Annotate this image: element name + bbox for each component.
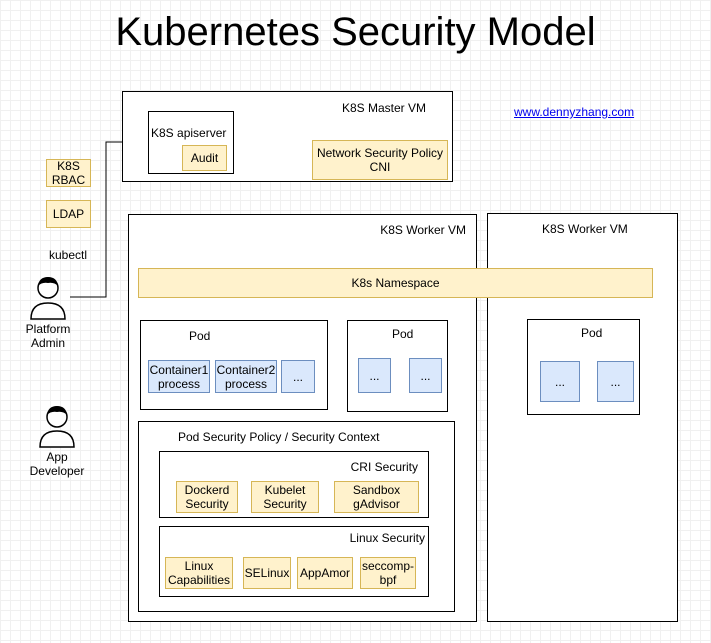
platform-admin-label: Platform Admin <box>25 322 71 350</box>
worker-vm-2-label: K8S Worker VM <box>542 222 628 236</box>
linux-security-box: Linux Security Linux Capabilities SELinu… <box>159 526 429 597</box>
app-developer-label: App Developer <box>29 450 85 478</box>
pod-a: Pod Container1 process Container2 proces… <box>140 320 328 410</box>
audit-box: Audit <box>182 145 227 171</box>
master-vm-label: K8S Master VM <box>341 101 426 115</box>
kubelet-security-box: Kubelet Security <box>251 481 319 513</box>
apiserver-label: K8S apiserver <box>151 126 227 140</box>
apparmor-box: AppAmor <box>297 557 353 589</box>
seccomp-bpf-box: seccomp- bpf <box>360 557 416 589</box>
pod-b-container-1: ... <box>358 358 391 393</box>
platform-admin-icon <box>27 273 69 321</box>
pod-security-policy-label: Pod Security Policy / Security Context <box>178 430 380 444</box>
k8s-rbac-box: K8S RBAC <box>46 159 91 187</box>
worker-vm-1-label: K8S Worker VM <box>380 223 466 237</box>
app-developer-icon <box>36 403 78 449</box>
container1-box: Container1 process <box>148 360 210 393</box>
kubectl-label: kubectl <box>49 248 88 262</box>
diagram-title: Kubernetes Security Model <box>115 10 596 54</box>
pod-b: Pod ... ... <box>347 320 448 412</box>
pod-a-label: Pod <box>189 329 211 343</box>
pod-b-container-2: ... <box>409 358 442 393</box>
pod-b-label: Pod <box>392 327 414 341</box>
k8s-namespace-bar: K8s Namespace <box>138 268 653 298</box>
sandbox-gadvisor-box: Sandbox gAdvisor <box>334 481 419 513</box>
container-more-box: ... <box>281 360 315 393</box>
apiserver-box: K8S apiserver Audit <box>148 111 234 174</box>
cri-security-label: CRI Security <box>350 460 418 474</box>
pod-c: Pod ... ... <box>527 319 640 415</box>
linux-capabilities-box: Linux Capabilities <box>165 557 233 589</box>
pod-c-label: Pod <box>581 326 603 340</box>
cri-security-box: CRI Security Dockerd Security Kubelet Se… <box>159 451 429 518</box>
pod-c-container-2: ... <box>597 361 634 402</box>
container2-box: Container2 process <box>215 360 277 393</box>
dockerd-security-box: Dockerd Security <box>176 481 238 513</box>
selinux-box: SELinux <box>243 557 291 589</box>
master-vm: K8S Master VM K8S apiserver Audit Networ… <box>122 91 453 182</box>
website-link[interactable]: www.dennyzhang.com <box>514 105 635 119</box>
ldap-box: LDAP <box>46 200 91 228</box>
pod-c-container-1: ... <box>540 361 580 402</box>
linux-security-label: Linux Security <box>349 531 425 545</box>
network-security-policy-box: Network Security Policy CNI <box>312 140 448 180</box>
